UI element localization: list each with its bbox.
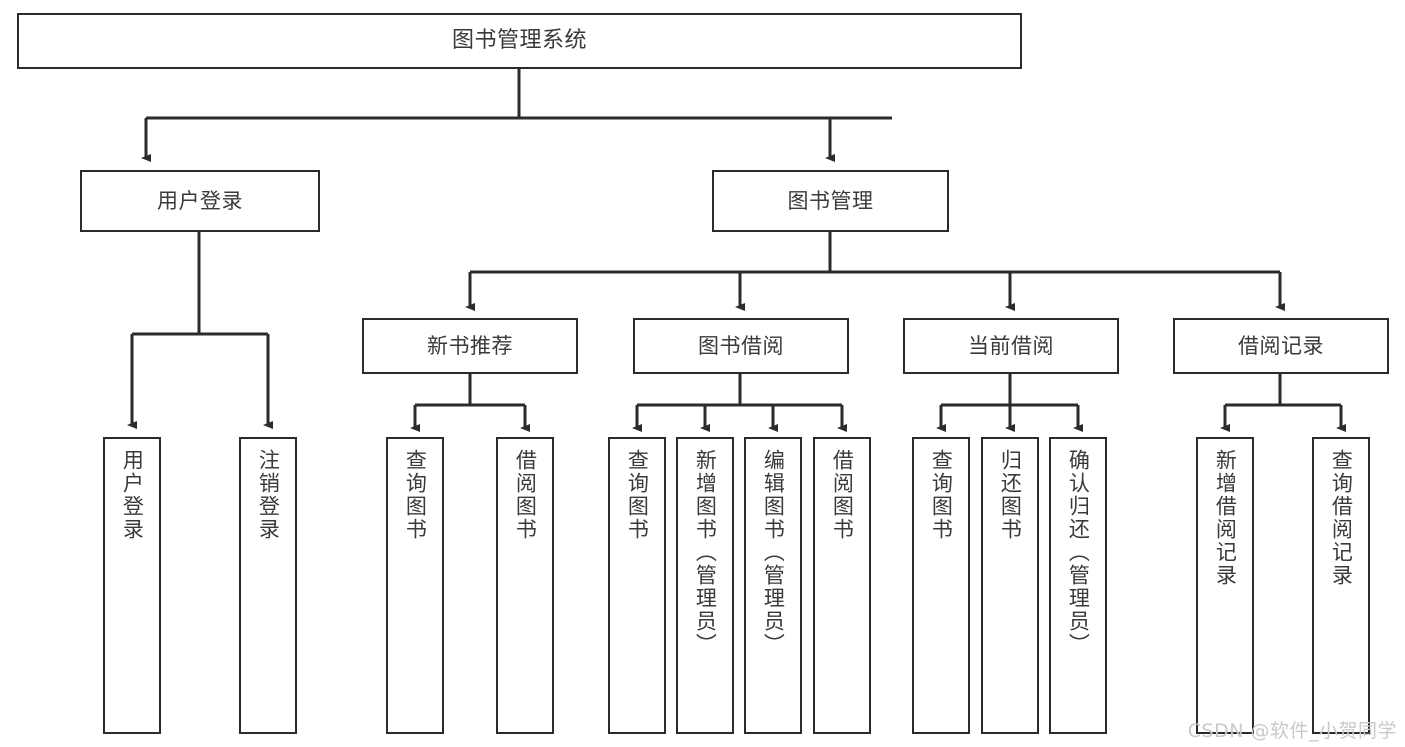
node-leaf-logout-label: 注销登录: [256, 449, 281, 541]
node-leaf-return-book[interactable]: 归还图书: [981, 437, 1039, 734]
node-leaf-borrow-book-1[interactable]: 借阅图书: [496, 437, 554, 734]
node-book-manage[interactable]: 图书管理: [712, 170, 949, 232]
node-leaf-query-book-1[interactable]: 查询图书: [386, 437, 444, 734]
node-leaf-add-record[interactable]: 新增借阅记录: [1196, 437, 1254, 734]
node-leaf-add-book[interactable]: 新增图书（管理员）: [676, 437, 734, 734]
node-leaf-add-book-label: 新增图书（管理员）: [693, 449, 718, 656]
node-leaf-edit-book-label: 编辑图书（管理员）: [761, 449, 786, 656]
node-leaf-query-record[interactable]: 查询借阅记录: [1312, 437, 1370, 734]
node-current-borrow[interactable]: 当前借阅: [903, 318, 1119, 374]
node-leaf-logout[interactable]: 注销登录: [239, 437, 297, 734]
node-leaf-confirm-return-label: 确认归还（管理员）: [1066, 449, 1091, 656]
node-user-login-label: 用户登录: [157, 188, 243, 213]
node-leaf-borrow-book-2[interactable]: 借阅图书: [813, 437, 871, 734]
csdn-watermark: CSDN @软件_小贺同学: [1187, 720, 1397, 742]
node-leaf-borrow-book-2-label: 借阅图书: [830, 449, 855, 541]
node-leaf-query-book-2[interactable]: 查询图书: [608, 437, 666, 734]
node-borrow-record[interactable]: 借阅记录: [1173, 318, 1389, 374]
node-current-borrow-label: 当前借阅: [968, 333, 1054, 358]
node-new-book-recommend-label: 新书推荐: [427, 333, 513, 358]
node-leaf-borrow-book-1-label: 借阅图书: [513, 449, 538, 541]
node-leaf-edit-book[interactable]: 编辑图书（管理员）: [744, 437, 802, 734]
node-user-login[interactable]: 用户登录: [80, 170, 320, 232]
node-leaf-return-book-label: 归还图书: [998, 449, 1023, 541]
node-leaf-query-book-3-label: 查询图书: [929, 449, 954, 541]
node-leaf-add-record-label: 新增借阅记录: [1213, 449, 1238, 587]
node-leaf-query-book-3[interactable]: 查询图书: [912, 437, 970, 734]
node-leaf-query-book-2-label: 查询图书: [625, 449, 650, 541]
node-book-borrow[interactable]: 图书借阅: [633, 318, 849, 374]
node-leaf-user-login-label: 用户登录: [120, 449, 145, 541]
node-root[interactable]: 图书管理系统: [17, 13, 1022, 69]
node-leaf-query-book-1-label: 查询图书: [403, 449, 428, 541]
node-book-manage-label: 图书管理: [787, 188, 874, 213]
node-leaf-confirm-return[interactable]: 确认归还（管理员）: [1049, 437, 1107, 734]
node-leaf-user-login[interactable]: 用户登录: [103, 437, 161, 734]
node-book-borrow-label: 图书借阅: [698, 333, 784, 358]
node-root-label: 图书管理系统: [451, 28, 587, 53]
node-leaf-query-record-label: 查询借阅记录: [1329, 449, 1354, 587]
node-borrow-record-label: 借阅记录: [1238, 333, 1324, 358]
node-new-book-recommend[interactable]: 新书推荐: [362, 318, 578, 374]
